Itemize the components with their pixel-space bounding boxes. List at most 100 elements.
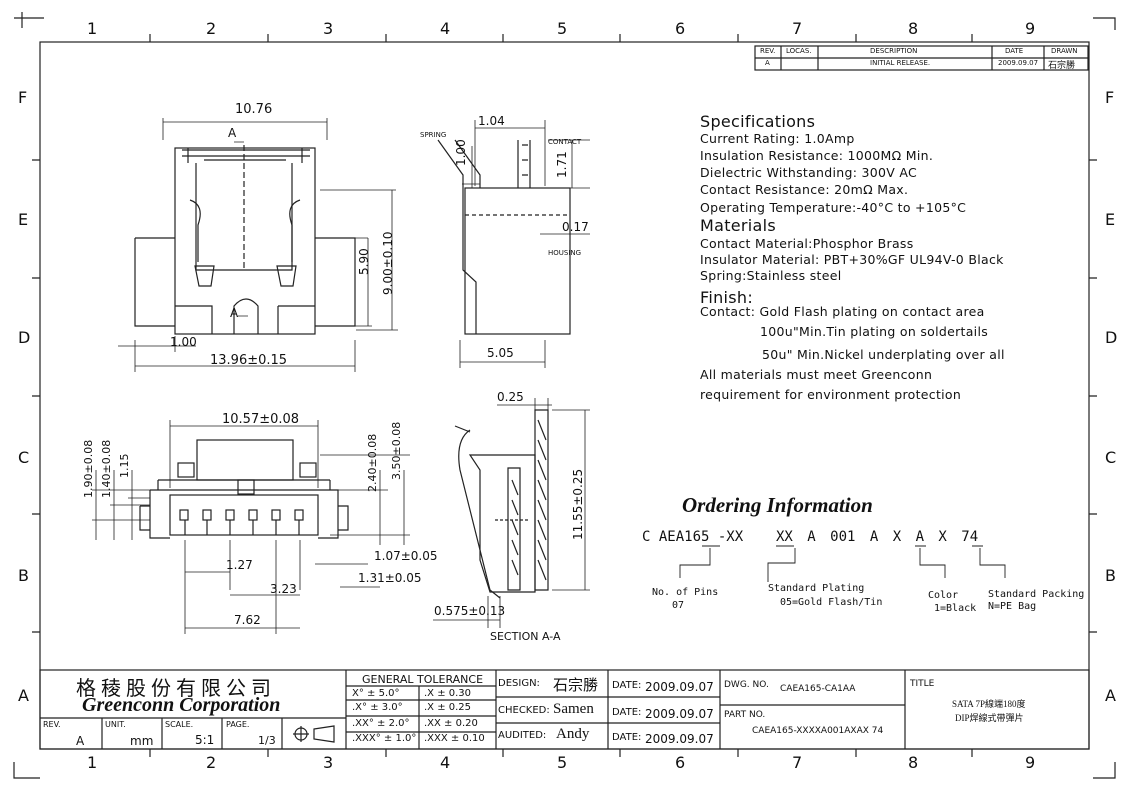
rev-value: A bbox=[76, 734, 85, 748]
grid-col-label-top: 2 bbox=[206, 19, 217, 38]
dim-h131: 1.31±0.05 bbox=[358, 571, 422, 585]
dim-height-900: 9.00±0.10 bbox=[381, 231, 395, 296]
dim-h107: 1.07±0.05 bbox=[374, 549, 438, 563]
grid-row-label-left: D bbox=[18, 328, 31, 347]
dim-top-width: 10.76 bbox=[235, 102, 273, 117]
design-label: DESIGN: bbox=[498, 678, 540, 689]
dim-h127: 1.27 bbox=[226, 558, 253, 572]
title-line-1: SATA 7P線端180度 bbox=[952, 699, 1026, 709]
ordering-code-prefix: C AEA165 -XX bbox=[642, 529, 744, 545]
unit-value: mm bbox=[130, 734, 154, 748]
grid-col-label-bottom: 9 bbox=[1025, 753, 1036, 772]
dim-v115: 1.15 bbox=[118, 453, 131, 479]
dim-left-offset: 1.00 bbox=[170, 335, 197, 349]
grid-row-label-right: A bbox=[1105, 686, 1116, 705]
grid-col-label-top: 1 bbox=[87, 19, 98, 38]
grid-col-label-top: 4 bbox=[440, 19, 451, 38]
audited-label: AUDITED: bbox=[498, 730, 547, 741]
company-name-cn: 格 稜 股 份 有 限 公 司 bbox=[76, 678, 271, 700]
dim-h762: 7.62 bbox=[234, 613, 261, 627]
audited-value: Andy bbox=[556, 726, 590, 742]
materials-title: Materials bbox=[700, 216, 777, 235]
grid-col-label-bottom: 6 bbox=[675, 753, 686, 772]
dim-v240: 2.40±0.08 bbox=[366, 433, 379, 492]
tolerance-title: GENERAL TOLERANCE bbox=[362, 673, 484, 686]
dim-side-104: 1.04 bbox=[478, 114, 505, 128]
ordering-pins-label: No. of Pins bbox=[652, 587, 719, 598]
page-label: PAGE. bbox=[226, 720, 250, 729]
grid-col-label-top: 5 bbox=[557, 19, 568, 38]
ordering-code-rest: XX A 001 A X A X 74 bbox=[776, 529, 979, 545]
rev-header-date: DATE bbox=[1005, 47, 1024, 55]
finish-line: 100u"Min.Tin plating on soldertails bbox=[760, 324, 989, 339]
finish-line: Contact: Gold Flash plating on contact a… bbox=[700, 304, 985, 319]
material-line: Contact Material:Phosphor Brass bbox=[700, 236, 914, 251]
title-block bbox=[39, 669, 1090, 750]
grid-col-label-top: 7 bbox=[792, 19, 803, 38]
grid-col-label-bottom: 8 bbox=[908, 753, 919, 772]
part-value: CAEA165-XXXXA001AXAX 74 bbox=[752, 726, 884, 736]
date-label-1: DATE: bbox=[612, 680, 642, 691]
ordering-packing-label: Standard Packing bbox=[988, 589, 1085, 600]
dwg-label: DWG. NO. bbox=[724, 680, 769, 690]
front-view bbox=[139, 439, 349, 539]
grid-col-label-top: 6 bbox=[675, 19, 686, 38]
dim-side-171: 1.71 bbox=[555, 151, 569, 178]
grid-col-label-bottom: 3 bbox=[323, 753, 334, 772]
dim-h323: 3.23 bbox=[270, 582, 297, 596]
tolerance-angle: .X° ± 3.0° bbox=[352, 702, 403, 713]
label-spring: SPRING bbox=[420, 131, 447, 139]
rev-header-drawn: DRAWN bbox=[1051, 47, 1078, 55]
ordering-packing-value: N=PE Bag bbox=[988, 601, 1037, 612]
rev-label: REV. bbox=[43, 720, 61, 729]
grid-row-label-right: E bbox=[1105, 210, 1116, 229]
spec-line: Contact Resistance: 20mΩ Max. bbox=[700, 182, 909, 197]
page-value: 1/3 bbox=[258, 734, 276, 747]
corner-mark bbox=[13, 762, 40, 779]
dim-v140: 1.40±0.08 bbox=[100, 439, 113, 498]
grid-col-label-top: 9 bbox=[1025, 19, 1036, 38]
corner-mark bbox=[1093, 762, 1116, 779]
grid-row-label-right: B bbox=[1105, 566, 1116, 585]
date-value-2: 2009.09.07 bbox=[645, 707, 714, 721]
design-value: 石宗勝 bbox=[553, 678, 599, 694]
material-line: Insulator Material: PBT+30%GF UL94V-0 Bl… bbox=[700, 252, 1004, 267]
grid-col-label-bottom: 4 bbox=[440, 753, 451, 772]
checked-label: CHECKED: bbox=[498, 705, 550, 716]
tolerance-linear: .X ± 0.25 bbox=[424, 702, 472, 713]
spec-line: Operating Temperature:-40°C to +105°C bbox=[700, 200, 967, 215]
finish-title: Finish: bbox=[700, 288, 754, 307]
part-label: PART NO. bbox=[724, 710, 766, 720]
checked-value: Samen bbox=[553, 701, 594, 717]
label-housing: HOUSING bbox=[548, 249, 582, 257]
dim-side-505: 5.05 bbox=[487, 346, 514, 360]
dim-sec025: 0.25 bbox=[497, 390, 524, 404]
ordering-plating-value: 05=Gold Flash/Tin bbox=[780, 597, 883, 608]
grid-col-label-top: 3 bbox=[323, 19, 334, 38]
rev-value-rev: A bbox=[765, 59, 770, 67]
date-value-1: 2009.09.07 bbox=[645, 680, 714, 694]
spec-line: Insulation Resistance: 1000MΩ Min. bbox=[700, 148, 934, 163]
date-label-3: DATE: bbox=[612, 732, 642, 743]
rev-header-locas: LOCAS. bbox=[786, 47, 812, 55]
grid-row-label-left: E bbox=[18, 210, 29, 229]
title-line-2: DIP焊線式帶彈片 bbox=[955, 713, 1024, 723]
section-marker-top: A bbox=[228, 126, 237, 140]
grid-row-label-left: C bbox=[18, 448, 30, 467]
dwg-value: CAEA165-CA1AA bbox=[780, 684, 856, 694]
dim-sec1155: 11.55±0.25 bbox=[571, 468, 585, 540]
grid-row-label-left: F bbox=[18, 88, 28, 107]
tolerance-linear: .XXX ± 0.10 bbox=[424, 733, 485, 744]
scale-label: SCALE. bbox=[165, 720, 194, 729]
grid-col-label-bottom: 1 bbox=[87, 753, 98, 772]
grid-col-label-bottom: 7 bbox=[792, 753, 803, 772]
spec-line: Current Rating: 1.0Amp bbox=[700, 131, 855, 146]
top-view bbox=[134, 145, 356, 335]
ordering-plating-label: Standard Plating bbox=[768, 583, 865, 594]
date-value-3: 2009.09.07 bbox=[645, 732, 714, 746]
grid-col-label-bottom: 2 bbox=[206, 753, 217, 772]
spec-line: Dielectric Withstanding: 300V AC bbox=[700, 165, 918, 180]
section-view bbox=[454, 409, 549, 599]
grid-row-label-left: B bbox=[18, 566, 29, 585]
